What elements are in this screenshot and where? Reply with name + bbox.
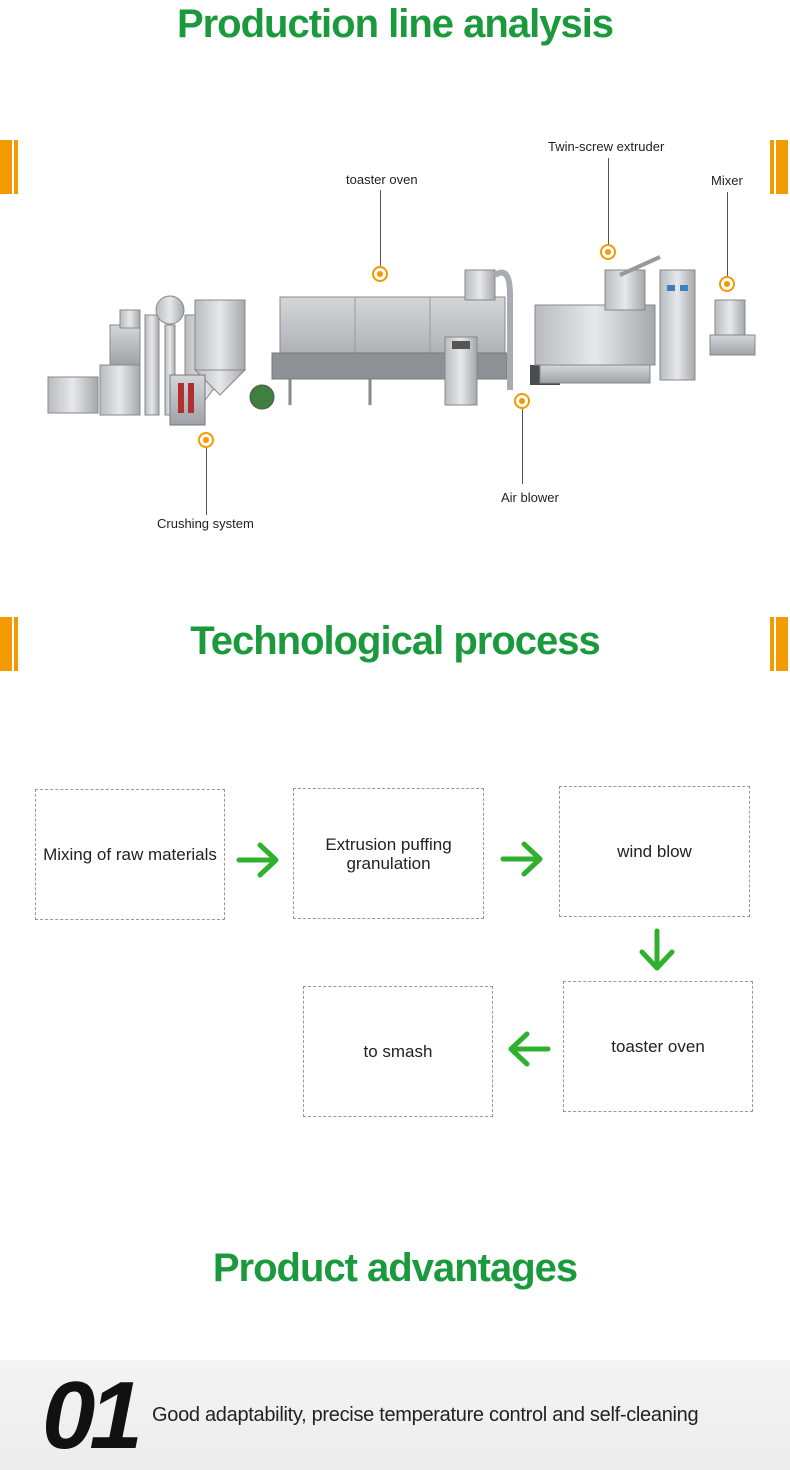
technological-process-title: Technological process	[190, 619, 601, 663]
callout-air-blower-dot	[514, 393, 530, 409]
callout-mixer: Mixer	[711, 173, 743, 188]
advantage-number: 01	[42, 1362, 143, 1469]
step-mixing: Mixing of raw materials	[35, 789, 225, 920]
step-wind-blow: wind blow	[559, 786, 750, 917]
callout-toaster-oven-line	[380, 190, 381, 266]
orange-accent-right-2	[770, 617, 788, 671]
product-advantages-title: Product advantages	[212, 1246, 578, 1290]
callout-crushing-line	[206, 448, 207, 515]
arrow-down-icon	[639, 928, 675, 971]
callout-crushing-system: Crushing system	[157, 516, 254, 531]
callout-air-blower: Air blower	[501, 490, 559, 505]
callout-mixer-dot	[719, 276, 735, 292]
callout-toaster-oven-dot	[372, 266, 388, 282]
callout-toaster-oven: toaster oven	[346, 172, 418, 187]
arrow-left-icon	[508, 1031, 551, 1067]
callout-air-blower-line	[522, 409, 523, 484]
production-line-title: Production line analysis	[176, 2, 614, 46]
advantage-item-background	[0, 1360, 790, 1470]
production-line-image	[47, 255, 756, 426]
callout-crushing-dot	[198, 432, 214, 448]
step-toaster-oven: toaster oven	[563, 981, 753, 1112]
callout-twin-screw-extruder: Twin-screw extruder	[548, 139, 665, 154]
callout-mixer-line	[727, 192, 728, 276]
orange-accent-right	[770, 140, 788, 194]
arrow-right-icon	[500, 841, 543, 877]
step-to-smash: to smash	[303, 986, 493, 1117]
orange-accent-left-2	[0, 617, 18, 671]
advantage-text: Good adaptability, precise temperature c…	[152, 1404, 699, 1426]
step-extrusion: Extrusion puffing granulation	[293, 788, 484, 919]
callout-extruder-dot	[600, 244, 616, 260]
arrow-right-icon	[236, 842, 279, 878]
orange-accent-left	[0, 140, 18, 194]
callout-extruder-line	[608, 158, 609, 244]
